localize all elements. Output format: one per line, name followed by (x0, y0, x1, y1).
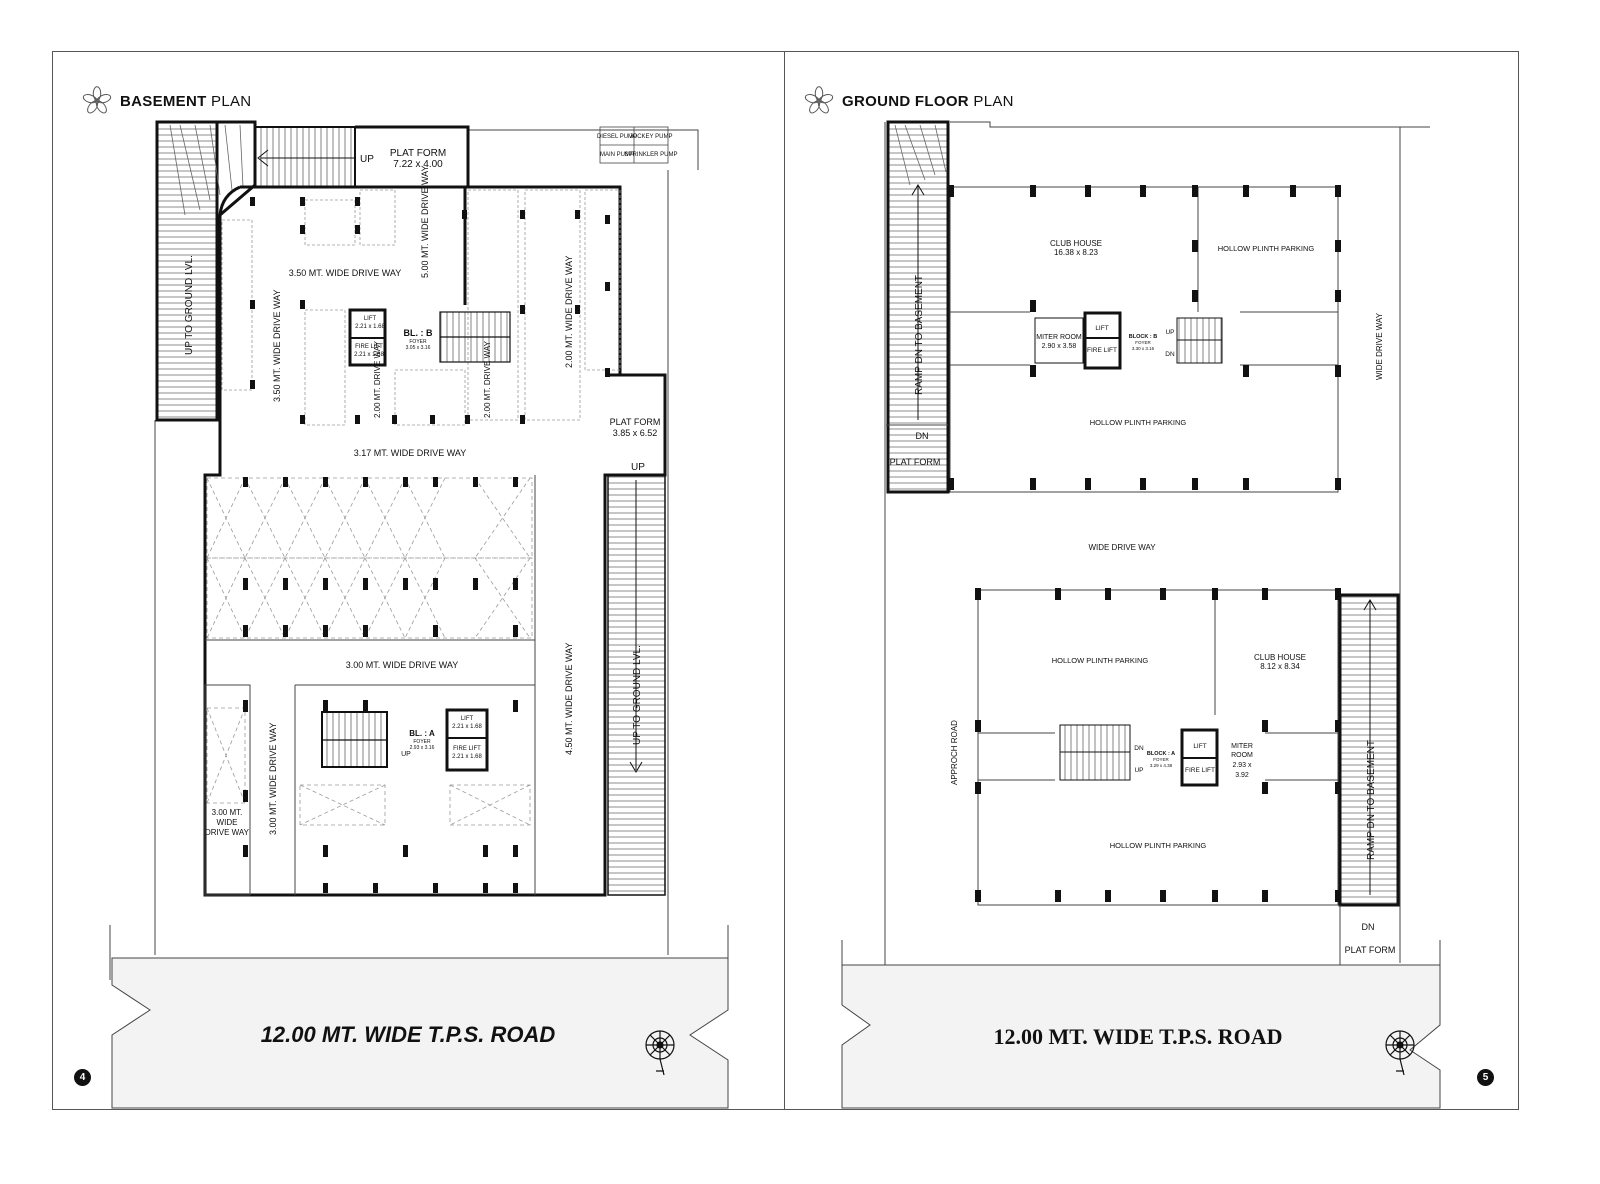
foyer-b-ground: FOYER (1135, 340, 1151, 345)
hollow-lower-bottom: HOLLOW PLINTH PARKING (1110, 841, 1207, 850)
ground-title-light: PLAN (973, 92, 1014, 110)
foyer-b-dim: 3.05 x 3.16 (406, 345, 431, 351)
up-top: UP (360, 154, 374, 165)
miter-room-b: MITER ROOM (1036, 334, 1082, 341)
foyer-b: FOYER (409, 339, 427, 345)
bl-b: BL. : B (404, 328, 433, 338)
dn-b-ground: DN (1165, 351, 1175, 358)
drive-300-vert: 3.00 MT. WIDE DRIVE WAY (268, 722, 278, 835)
dn-a-ground: DN (1134, 745, 1144, 752)
diesel-pump: DIESEL PUMP (597, 134, 637, 140)
sprinkler-pump: SPRINKLER PUMP (624, 152, 677, 158)
ramp-right: RAMP DN TO BASEMENT (1366, 740, 1377, 860)
miter-room-a-1: MITER (1231, 743, 1253, 750)
platform-left: PLAT FORM (890, 457, 941, 467)
foyer-a-ground-dim: 3.29 x 4.38 (1150, 763, 1173, 768)
basement-road (111, 957, 729, 1109)
platform-right: PLAT FORM (610, 417, 661, 427)
north-compass-icon (645, 1030, 675, 1076)
wide-drive-horiz: WIDE DRIVE WAY (1088, 543, 1156, 552)
miter-room-a-3: 2.93 x (1232, 762, 1252, 769)
club-house-b: CLUB HOUSE (1050, 239, 1102, 248)
up-b-ground: UP (1165, 329, 1174, 336)
hollow-top-right: HOLLOW PLINTH PARKING (1218, 244, 1315, 253)
dn-left: DN (916, 431, 929, 441)
jockey-pump: JOCKEY PUMP (630, 134, 673, 140)
drive-300-small-1: 3.00 MT. (212, 808, 243, 817)
up-a: UP (401, 751, 411, 758)
miter-room-b-dim: 2.90 x 3.58 (1042, 343, 1077, 350)
club-house-b-dim: 16.38 x 8.23 (1054, 248, 1099, 257)
fire-lift-a-ground: FIRE LIFT (1185, 767, 1215, 774)
lift-b: LIFT (364, 316, 377, 322)
drive-350-top: 3.50 MT. WIDE DRIVE WAY (289, 268, 402, 278)
ramp-left: RAMP DN TO BASEMENT (914, 275, 925, 395)
flower-logo-icon (804, 86, 834, 114)
ground-title: GROUND FLOOR PLAN (804, 86, 1014, 116)
drive-500: 5.00 MT. WIDE DRIVE WAY (420, 165, 430, 278)
drive-200-b: 2.00 MT. DRIVE WAY (483, 340, 492, 418)
lift-a-dim: 2.21 x 1.68 (452, 724, 482, 730)
wide-drive-vert: WIDE DRIVE WAY (1375, 312, 1384, 380)
hollow-top-bottom: HOLLOW PLINTH PARKING (1090, 418, 1187, 427)
page-number-left: 4 (74, 1069, 91, 1086)
hollow-lower-left: HOLLOW PLINTH PARKING (1052, 656, 1149, 665)
fire-lift-a: FIRE LIFT (453, 746, 481, 752)
drive-450: 4.50 MT. WIDE DRIVE WAY (564, 642, 574, 755)
drive-317: 3.17 MT. WIDE DRIVE WAY (354, 448, 467, 458)
basement-title-light: PLAN (211, 92, 252, 110)
ground-road (841, 964, 1441, 1109)
lift-a: LIFT (461, 716, 474, 722)
basement-title: BASEMENT PLAN (82, 86, 251, 116)
approach-road: APPROCH ROAD (950, 720, 959, 785)
foyer-a-ground: FOYER (1153, 757, 1169, 762)
fire-lift-b: FIRE LIFT (355, 344, 383, 350)
block-a: BLOCK : A (1147, 751, 1175, 757)
platform-top-dim: 7.22 x 4.00 (393, 159, 443, 170)
fire-lift-a-dim: 2.21 x 1.68 (452, 754, 482, 760)
north-compass-icon (1385, 1030, 1415, 1076)
foyer-a-dim: 2.93 x 3.16 (410, 745, 435, 751)
block-b: BLOCK : B (1129, 334, 1157, 340)
ground-title-bold: GROUND FLOOR (842, 92, 969, 110)
lift-b-ground: LIFT (1095, 325, 1108, 332)
fire-lift-b-dim: 2.21 x 1.68 (354, 352, 384, 358)
drive-200-right: 2.00 MT. WIDE DRIVE WAY (564, 255, 574, 368)
up-a-ground: UP (1134, 767, 1143, 774)
up-to-ground-right: UP TO GROUND LVL. (632, 645, 643, 745)
page-number-right: 5 (1477, 1069, 1494, 1086)
main-pump: MAIN PUMP (600, 152, 634, 158)
miter-room-a-4: 3.92 (1235, 772, 1249, 779)
basement-road-label: 12.00 MT. WIDE T.P.S. ROAD (261, 1022, 556, 1047)
club-house-a-dim: 8.12 x 8.34 (1260, 662, 1300, 671)
platform-right-dim: 3.85 x 6.52 (613, 428, 658, 438)
drive-350-left: 3.50 MT. WIDE DRIVE WAY (272, 289, 282, 402)
up-right: UP (631, 462, 645, 473)
lift-b-dim: 2.21 x 1.68 (355, 324, 385, 330)
platform-right-ground: PLAT FORM (1345, 945, 1396, 955)
fire-lift-b-ground: FIRE LIFT (1087, 347, 1117, 354)
platform-top: PLAT FORM (390, 148, 446, 159)
basement-plan: 12.00 MT. WIDE T.P.S. ROAD UP TO GROUND … (109, 120, 729, 1109)
drive-300-small-2: WIDE (217, 818, 238, 827)
drive-200-a: 2.00 MT. DRIVE WAY (373, 340, 382, 418)
up-to-ground-left: UP TO GROUND LVL. (184, 255, 195, 355)
lift-a-ground: LIFT (1193, 743, 1206, 750)
ground-road-label: 12.00 MT. WIDE T.P.S. ROAD (993, 1024, 1282, 1049)
flower-logo-icon (82, 86, 112, 114)
bl-a: BL. : A (409, 729, 435, 738)
foyer-a: FOYER (413, 739, 431, 745)
foyer-b-ground-dim: 3.30 x 3.16 (1132, 346, 1155, 351)
dn-right: DN (1362, 922, 1375, 932)
club-house-a: CLUB HOUSE (1254, 653, 1306, 662)
drive-300-small-3: DRIVE WAY (205, 828, 250, 837)
drive-300-mid: 3.00 MT. WIDE DRIVE WAY (346, 660, 459, 670)
basement-title-bold: BASEMENT (120, 92, 207, 110)
miter-room-a-2: ROOM (1231, 752, 1253, 759)
ground-floor-plan: 12.00 MT. WIDE T.P.S. ROAD RAMP DN TO BA… (841, 120, 1441, 1109)
